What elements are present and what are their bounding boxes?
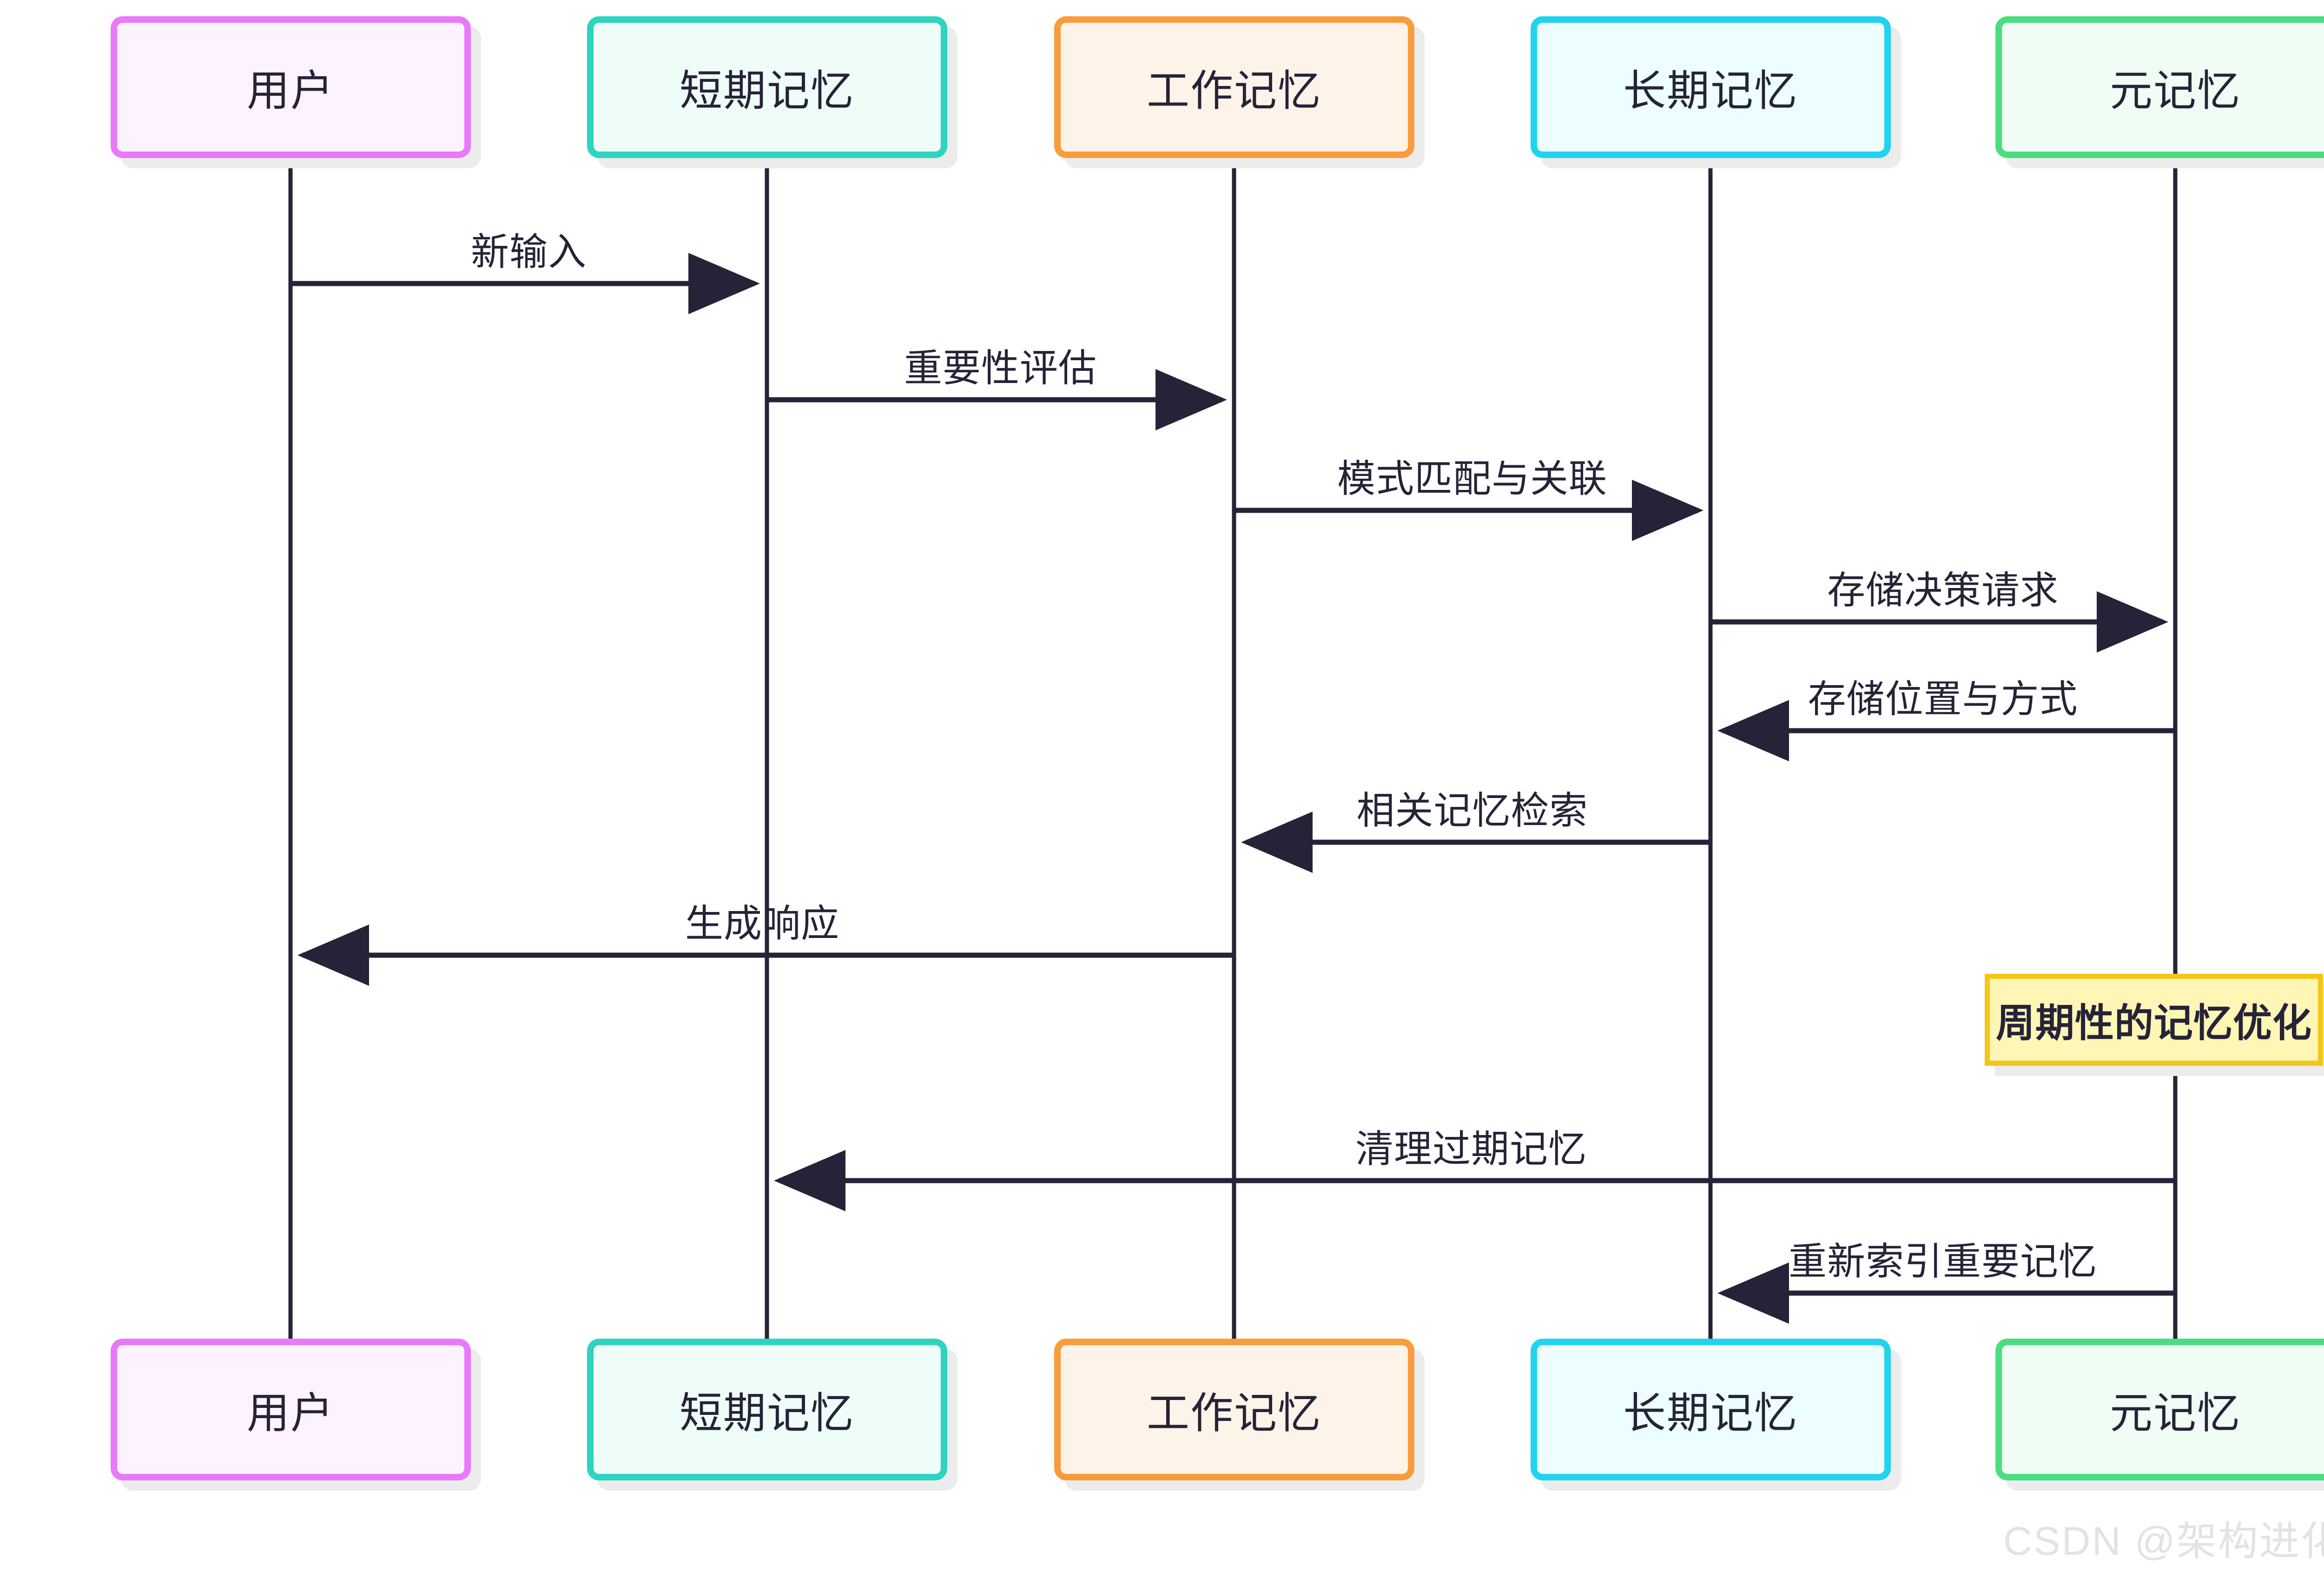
message-label-9: 重新索引重要记忆 xyxy=(1788,1241,2098,1283)
message-label-5: 存储位置与方式 xyxy=(1808,678,2078,720)
participant-box-ltm-top[interactable]: 长期记忆 xyxy=(1530,16,1891,158)
message-arrows-group xyxy=(290,253,2175,1324)
note-periodic-optimization[interactable]: 周期性的记忆优化 xyxy=(1985,974,2323,1066)
participant-box-stm-top[interactable]: 短期记忆 xyxy=(587,16,947,158)
participant-box-meta-bottom[interactable]: 元记忆 xyxy=(1995,1339,2324,1480)
message-label-4: 存储决策请求 xyxy=(1827,569,2059,612)
message-label-6: 相关记忆检索 xyxy=(1356,790,1588,832)
participant-box-wm-bottom[interactable]: 工作记忆 xyxy=(1054,1339,1414,1480)
participant-box-meta-top[interactable]: 元记忆 xyxy=(1995,16,2324,158)
message-label-7: 生成响应 xyxy=(685,903,840,945)
participant-box-ltm-bottom[interactable]: 长期记忆 xyxy=(1530,1339,1891,1480)
participant-box-stm-bottom[interactable]: 短期记忆 xyxy=(587,1339,947,1480)
participant-box-user-bottom[interactable]: 用户 xyxy=(110,1339,471,1480)
message-label-2: 重要性评估 xyxy=(904,347,1097,390)
message-label-3: 模式匹配与关联 xyxy=(1337,458,1608,500)
message-label-8: 清理过期记忆 xyxy=(1355,1128,1587,1170)
lifelines-group xyxy=(288,158,2178,1348)
participant-box-wm-top[interactable]: 工作记忆 xyxy=(1054,16,1414,158)
watermark: CSDN @架构进化论 xyxy=(2003,1519,2324,1564)
participant-box-user-top[interactable]: 用户 xyxy=(110,16,471,158)
message-label-1: 新输入 xyxy=(470,231,587,273)
